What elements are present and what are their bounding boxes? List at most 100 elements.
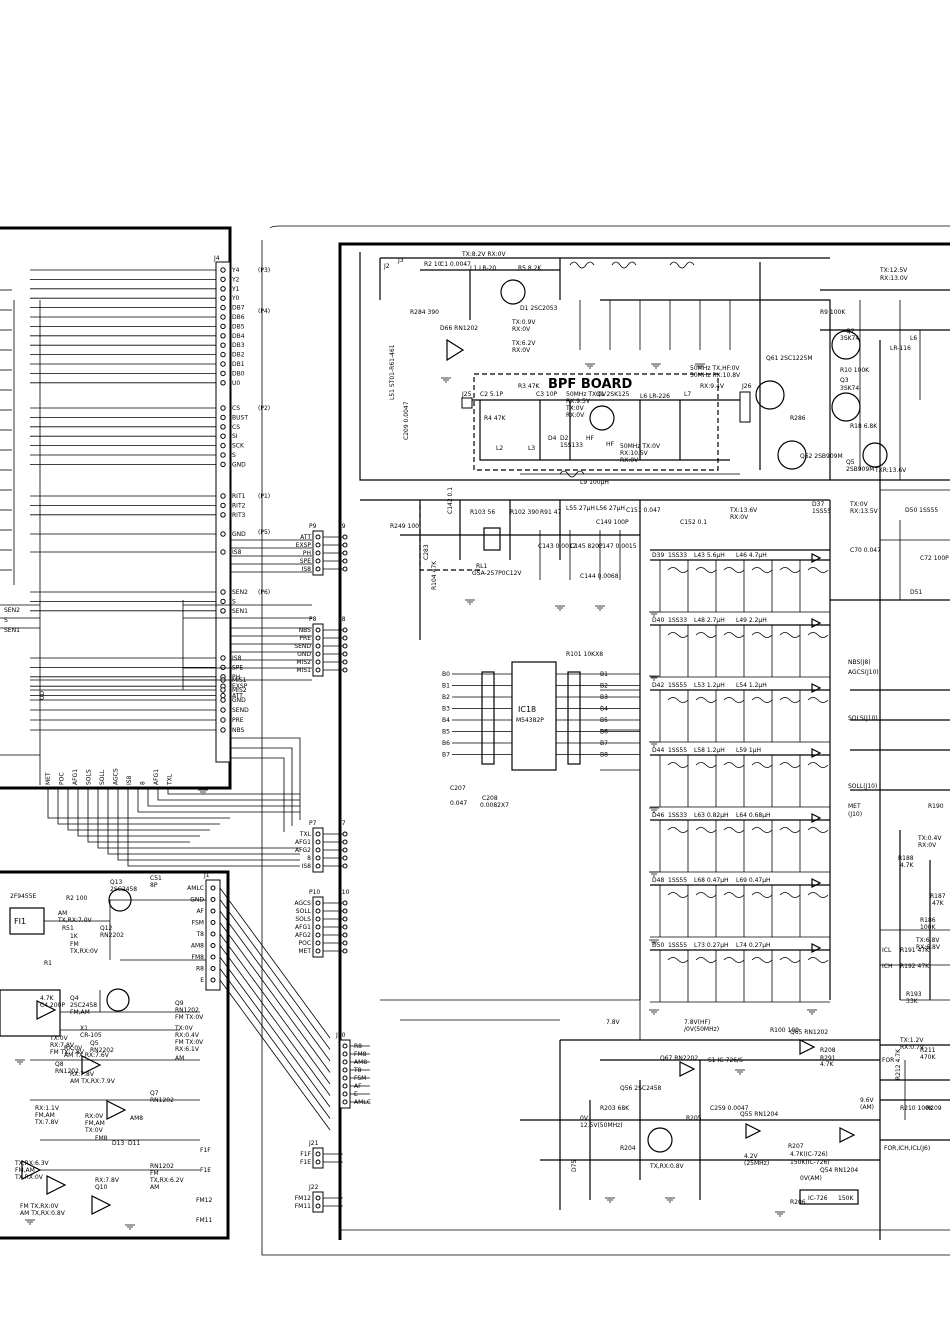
- j8-ref: J8: [339, 616, 346, 623]
- p10-ref: P10: [309, 889, 320, 896]
- j20-pin-label: AMLC: [354, 1099, 371, 1106]
- ic18-out-pin: B4: [600, 706, 608, 713]
- j21-ref: J21: [308, 1140, 319, 1147]
- left-box-label-12: TX,RX:0V: [69, 948, 99, 955]
- bus-label-is8: IS8: [126, 775, 133, 785]
- right-label-r187: R187: [930, 893, 946, 900]
- j4-pin-label: S: [232, 452, 236, 459]
- bus-label-soll: SOLL: [99, 769, 106, 785]
- j4-pin-32: [220, 692, 226, 699]
- j4-pin-11: [220, 370, 226, 377]
- left-box-label-29: RN2202: [90, 1047, 114, 1054]
- p9-pin-label: IS8: [302, 566, 312, 573]
- j4-pin-label: PH: [232, 674, 240, 681]
- bpf-label-50mhz-rx-10-8v: 50MHz RX:10.8V: [690, 372, 741, 379]
- left-box-label-28: Q5: [90, 1040, 99, 1047]
- j4-group-p3: (P3): [258, 267, 270, 274]
- ic18-out-pin: B7: [600, 740, 608, 747]
- left-box-label-53: FM: [150, 1170, 159, 1177]
- filter-diode-ref: D42: [652, 682, 664, 689]
- left-box-label-57: FM,AM: [15, 1167, 35, 1174]
- bpf-label-l2: L2: [496, 445, 503, 452]
- p10-pin-label: AFG1: [295, 924, 311, 931]
- bpf-label-rx-9-4v: RX:9.4V: [700, 383, 725, 390]
- filter-inductor-2: L46 4.7μH: [736, 552, 767, 559]
- left-box-label-19: CR-105: [80, 1032, 102, 1039]
- ic18-in-pin: B4: [442, 717, 450, 724]
- j4-group-p1: (P1): [258, 493, 270, 500]
- top-label-rx-0v: RX:0V: [512, 347, 531, 354]
- top-label-d51: D51: [910, 589, 922, 596]
- p9-ref: P9: [309, 523, 317, 530]
- p8-pin-label: PRE: [299, 635, 311, 642]
- j21-pin-label: F1E: [300, 1159, 311, 1166]
- right-label-r193: R193: [906, 991, 922, 998]
- j4-pin-8: [220, 342, 226, 348]
- left-box-label-25: FM TX:7.8V: [50, 1049, 85, 1056]
- left-box-label-40: RX:0.4V: [175, 1032, 200, 1039]
- j20-pin-label: T8: [353, 1067, 362, 1074]
- bottom-label-s1-ic-726-s: S1 IC-726/S: [708, 1057, 743, 1064]
- bpf-label-l9-100-h: L9 100μH: [580, 479, 609, 486]
- j4-pin-label: DB3: [232, 342, 245, 349]
- p10-pin-label: AGCS: [294, 900, 311, 907]
- right-label-470k: 470K: [920, 1054, 936, 1061]
- left-box-label-60: AM TX,RX:0.8V: [20, 1210, 66, 1217]
- top-label-r9-100k: R9 100K: [820, 309, 846, 316]
- left-box-label-59: FM TX,RX:0V: [20, 1203, 59, 1210]
- top-label-tx-0v: TX:0V: [849, 501, 869, 508]
- filter-diode-ref: D44: [652, 747, 664, 754]
- top-label-q61-2sc1225m: Q61 2SC1225M: [766, 355, 813, 362]
- j4-group-p5: (P5): [258, 529, 270, 536]
- top-label-d1-2sc2053: D1 2SC2053: [520, 305, 558, 312]
- top-label-r284-390: R284 390: [410, 309, 439, 316]
- bus-label-agcs: AGCS: [113, 768, 120, 785]
- left-upper-board: J4 Y4Y2Y1Y0DB7DB6DB5DB4DB3DB2DB1DB0U0CSB…: [0, 226, 270, 790]
- right-label-tx-6-8v: TX:6.8V: [915, 937, 940, 944]
- filter-inductor-2: L54 1.2μH: [736, 682, 767, 689]
- j4-pin-18: [220, 452, 226, 458]
- top-label-r18-6-8k: R18 6.8K: [850, 423, 878, 430]
- ic18-in-pin: B3: [442, 706, 450, 713]
- filter-inductor-2: L49 2.2μH: [736, 617, 767, 624]
- bus-label-poc: POC: [59, 772, 66, 785]
- j4-pin-label: DB7: [232, 305, 245, 312]
- bpf-label-d4: D4: [548, 435, 557, 442]
- filter-diode-ref: D40: [652, 617, 664, 624]
- j21-connector: [312, 1147, 324, 1169]
- p10-pin-label: POC: [298, 940, 311, 947]
- bottom-label-q65-rn1202: Q65 RN1202: [790, 1029, 828, 1036]
- mid-label-r103-56: R103 56: [470, 509, 495, 516]
- left-box-label-42: RX:6.1V: [175, 1046, 200, 1053]
- right-label-r186: R186: [920, 917, 936, 924]
- mid-label-l55-27-h: L55 27μH: [566, 505, 595, 512]
- j4-pin-23: [220, 531, 226, 537]
- left-box-label-2: R2 100: [66, 895, 88, 902]
- mid-label-0-047: 0.047: [450, 800, 467, 807]
- ic18-out-pin: B5: [600, 717, 608, 724]
- left-box-label-63: FM8: [95, 1135, 108, 1142]
- cable-bundle: [47, 225, 950, 1256]
- ic18-in-pin: B1: [442, 683, 450, 690]
- left-box-label-54: TX,RX:6.2V: [149, 1177, 185, 1184]
- j4-pin-2: [220, 286, 226, 292]
- j4-pin-13: [220, 405, 226, 411]
- top-label-q5: Q5: [846, 459, 855, 466]
- j22-ref: J22: [308, 1184, 319, 1191]
- top-label-r286: R286: [790, 415, 806, 422]
- bpf-label-c2-5-1p: C2 5.1P: [480, 391, 503, 398]
- left-box-label-24: RX:7.8V: [50, 1042, 75, 1049]
- j4-pin-0: [220, 267, 226, 273]
- j4-pin-9: [220, 351, 226, 358]
- j4-pin-label: RIT3: [232, 512, 246, 519]
- j4-group-p4: (P4): [258, 308, 270, 315]
- left-box-label-4: 2SC2458: [110, 886, 137, 893]
- main-board-frame: [338, 242, 950, 1240]
- left-box-label-65: F1F: [200, 1147, 211, 1154]
- left-box-label-48: FM,AM: [85, 1120, 105, 1127]
- j4-pin-19: [220, 461, 226, 468]
- left-box-label-17: C4 200P: [40, 1002, 65, 1009]
- bottom-label-150k: 150K: [838, 1195, 854, 1202]
- bpf-label-q1-2sk125: Q1 2SK125: [596, 391, 630, 398]
